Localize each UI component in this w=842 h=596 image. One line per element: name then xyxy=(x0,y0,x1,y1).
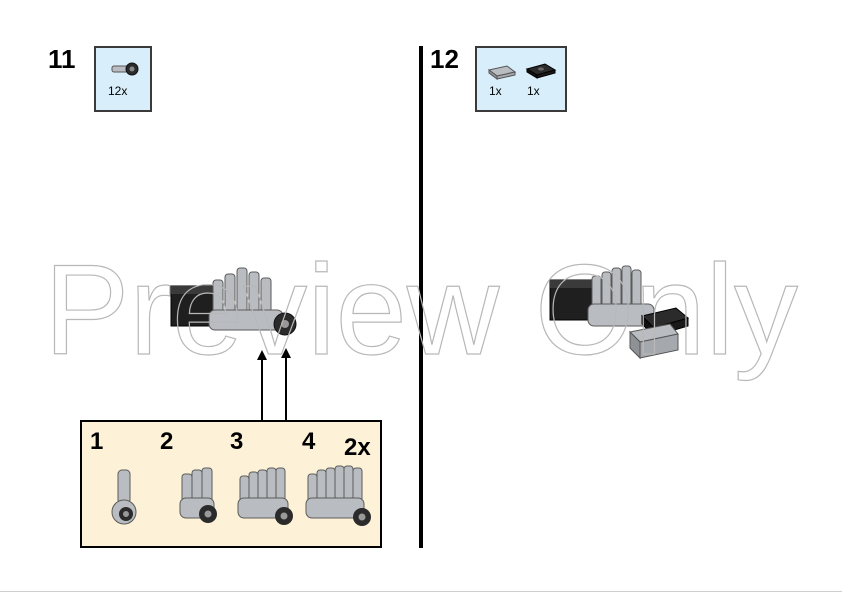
step-11-assembly-image xyxy=(170,267,297,336)
step-12-number: 12 xyxy=(430,44,459,74)
jumper-plate-icon xyxy=(525,63,557,79)
step-11-number: 11 xyxy=(48,44,76,74)
substep-1-image xyxy=(111,469,137,525)
substep-label-4: 4 xyxy=(302,428,316,455)
step-12-assembly-image xyxy=(549,265,690,360)
substep-2-image xyxy=(179,467,217,523)
connector-peg-icon xyxy=(111,62,139,76)
step-11-parts-box: 12x xyxy=(94,46,152,112)
substep-4-image xyxy=(305,465,371,526)
part-qty: 1x xyxy=(527,84,540,98)
substep-label-3: 3 xyxy=(230,428,244,455)
step-divider xyxy=(419,46,423,548)
tile-icon xyxy=(487,65,517,80)
part-qty: 12x xyxy=(108,84,128,98)
substep-3-image xyxy=(237,467,293,525)
substep-box: 1 2 3 4 2x xyxy=(80,420,382,548)
step-12-parts-box: 1x 1x xyxy=(475,46,567,112)
substep-label-2: 2 xyxy=(160,428,174,455)
page-bottom-rule xyxy=(0,591,842,592)
substep-multiplier: 2x xyxy=(344,434,371,461)
assembly-arrows xyxy=(257,348,291,422)
substep-label-1: 1 xyxy=(90,428,104,455)
part-qty: 1x xyxy=(489,84,502,98)
